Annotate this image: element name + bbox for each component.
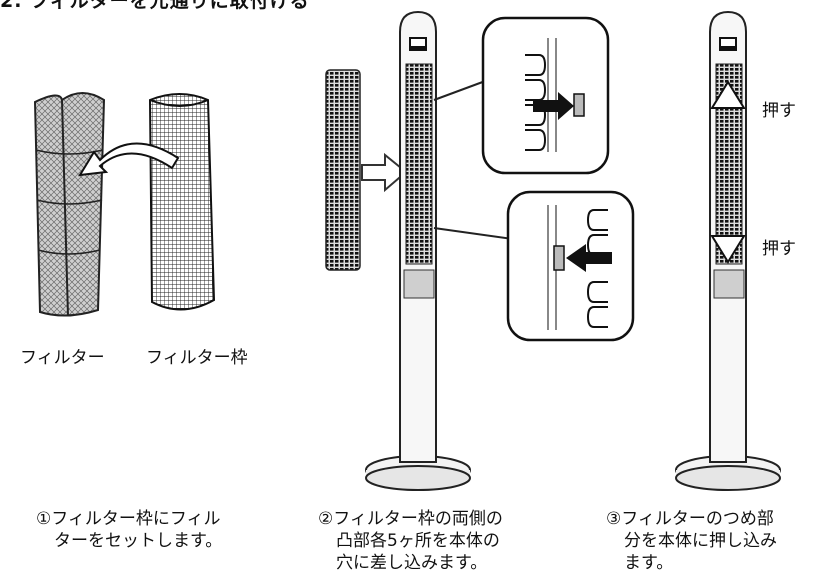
step2-caption-line2: 凸部各5ヶ所を本体の — [336, 531, 500, 551]
section-heading: 2. フィルターを元通りに取付ける — [0, 0, 310, 12]
step3-caption-line1: ③フィルターのつめ部 — [606, 509, 774, 529]
push-top-label: 押す — [762, 101, 796, 121]
step3-caption-line2: 分を本体に押し込み — [624, 531, 777, 551]
slide-arrow — [361, 152, 408, 193]
push-bottom-label: 押す — [762, 239, 796, 259]
step3-caption-line3: ます。 — [624, 553, 674, 573]
loose-filter — [325, 69, 361, 271]
filter-label: フィルター — [20, 348, 105, 368]
step2-caption: ②フィルター枠の両側の 凸部各5ヶ所を本体の 穴に差し込みます。 — [318, 508, 503, 574]
push-up-arrow — [710, 80, 746, 109]
step1-caption-line1: ①フィルター枠にフィル — [36, 509, 221, 529]
step2-caption-line3: 穴に差し込みます。 — [336, 553, 488, 573]
step1-caption: ①フィルター枠にフィル ターをセットします。 — [36, 508, 222, 552]
detail-bottom-callout — [433, 190, 635, 342]
fan-unit-step2 — [365, 10, 471, 491]
step1-caption-line2: ターをセットします。 — [54, 531, 223, 551]
filter-frame-label: フィルター枠 — [146, 348, 248, 368]
insert-arrow — [78, 142, 180, 177]
filter-frame — [148, 93, 216, 311]
filter-sheet — [33, 92, 106, 317]
detail-top-callout — [433, 16, 610, 175]
step3-caption: ③フィルターのつめ部 分を本体に押し込み ます。 — [606, 508, 777, 574]
step2-caption-line1: ②フィルター枠の両側の — [318, 509, 503, 529]
push-down-arrow — [710, 235, 746, 264]
